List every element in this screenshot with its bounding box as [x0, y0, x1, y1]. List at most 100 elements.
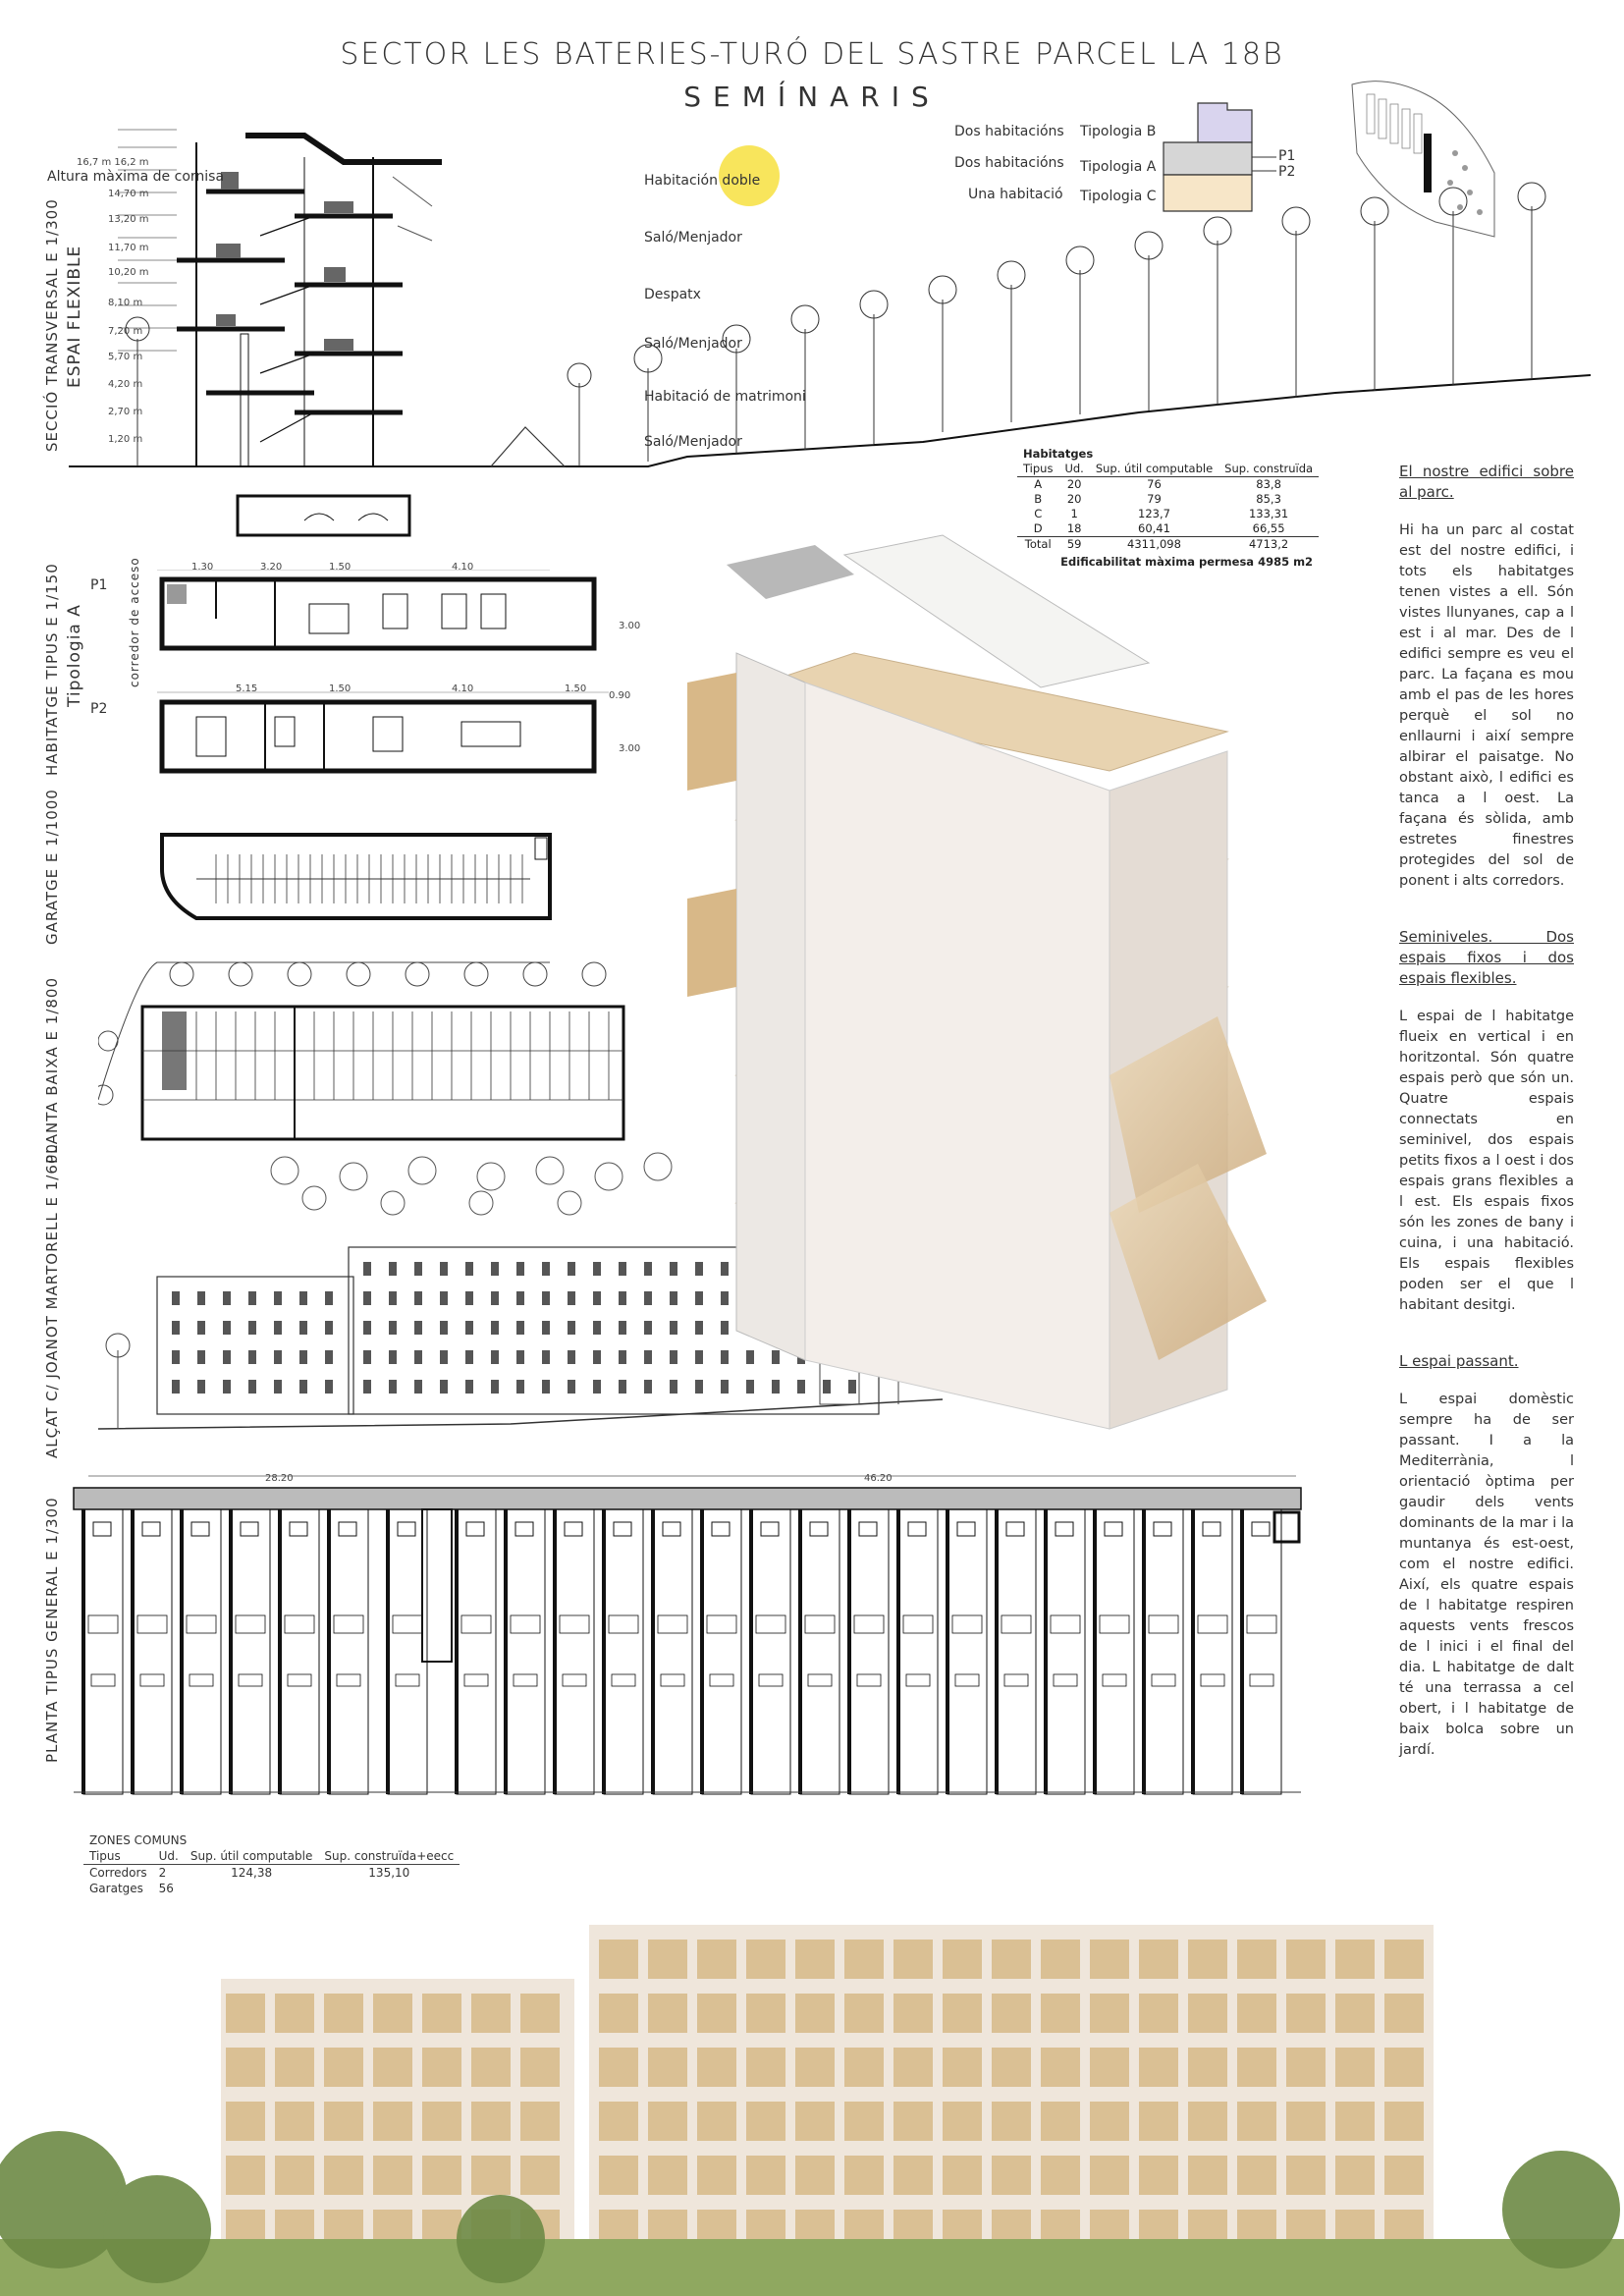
typology-type-2: Tipologia C	[1080, 189, 1157, 204]
level-9: 1,20 m	[108, 434, 143, 445]
dim-v1: 3.00	[619, 621, 641, 631]
cell: Total	[1017, 536, 1059, 552]
cell: 56	[158, 1882, 174, 1895]
zones-header-0: Tipus	[83, 1848, 153, 1865]
typology-desc-2: Una habitació	[968, 187, 1063, 202]
typology-desc-0: Dos habitacións	[954, 124, 1064, 139]
typology-desc-1: Dos habitacións	[954, 155, 1064, 171]
level-3: 10,20 m	[108, 267, 149, 278]
dim-v2: 3.00	[619, 743, 641, 754]
marker-p1: P1	[1278, 148, 1296, 164]
axonometric-render	[687, 534, 1267, 1430]
cell: 4311,098	[1089, 536, 1219, 552]
zones-table: ZONES COMUNS Tipus Ud. Sup. útil computa…	[83, 1832, 460, 1896]
apartment-plans	[157, 570, 609, 774]
table-row: Garatges 56	[83, 1881, 460, 1896]
dim-top-1: 3.20	[260, 562, 283, 573]
level-5: 7,20 m	[108, 326, 143, 337]
text-paragraph-3: L espai domèstic sempre ha de ser passan…	[1399, 1392, 1574, 1758]
cell: 66,55	[1252, 521, 1285, 535]
label-garatge: GARATGE E 1/1000	[43, 789, 61, 945]
level-4: 8,10 m	[108, 298, 143, 308]
zones-header-2: Sup. útil computable	[184, 1848, 319, 1865]
cell: 133,31	[1248, 507, 1289, 520]
label-habitatge: HABITATGE TIPUS E 1/150	[43, 563, 61, 776]
label-alcat: ALÇAT C/ JOANOT MARTORELL E 1/600	[43, 1143, 61, 1458]
room-label-3: Saló/Menjador	[644, 336, 742, 352]
level-1: 13,20 m	[108, 214, 149, 225]
typology-type-0: Tipologia B	[1080, 124, 1157, 139]
cell: Corredors	[89, 1866, 147, 1880]
cell: B	[1034, 492, 1043, 506]
cell: 83,8	[1256, 477, 1281, 491]
label-planta-baixa: PLANTA BAIXA E 1/800	[43, 976, 61, 1164]
site-plan	[1351, 81, 1495, 238]
room-label-5: Saló/Menjador	[644, 434, 742, 450]
level-8: 2,70 m	[108, 407, 143, 417]
room-label-2: Despatx	[644, 287, 701, 302]
dim-top-3: 4.10	[452, 562, 474, 573]
room-label-0: Habitación doble	[644, 173, 761, 189]
dim-top-2: 1.50	[329, 562, 352, 573]
garage-plan	[160, 833, 552, 920]
ground-trees	[270, 1152, 673, 1216]
cell: 60,41	[1138, 521, 1170, 535]
dim-mid-0: 5.15	[236, 683, 258, 694]
general-plan	[73, 1475, 1302, 1795]
hab-header-0: Tipus	[1017, 462, 1059, 477]
text-heading-3: L espai passant.	[1399, 1352, 1519, 1370]
plan-p2-label: P2	[90, 701, 108, 717]
room-label-4: Habitació de matrimoni	[644, 389, 806, 405]
zones-header-3: Sup. construïda+eecc	[318, 1848, 460, 1865]
sun-icon	[719, 145, 780, 206]
habitatges-note: Edificabilitat màxima permesa 4985 m2	[1060, 555, 1314, 569]
cell: 76	[1147, 477, 1162, 491]
dim-mid-1: 1.50	[329, 683, 352, 694]
hab-header-2: Sup. útil computable	[1089, 462, 1219, 477]
marker-p2: P2	[1278, 164, 1296, 180]
text-column: El nostre edifici sobre al parc. Hi ha u…	[1399, 462, 1574, 1796]
level-0: 14,70 m	[108, 189, 149, 199]
level-6: 5,70 m	[108, 352, 143, 362]
cell: 79	[1147, 492, 1162, 506]
label-planta-general: PLANTA TIPUS GENERAL E 1/300	[43, 1497, 61, 1763]
cell: Garatges	[89, 1882, 143, 1895]
level-2: 11,70 m	[108, 243, 149, 253]
facade-render	[0, 1915, 1624, 2296]
hab-header-3: Sup. construïda	[1218, 462, 1320, 477]
dim-v3: 0.90	[609, 690, 631, 701]
cell: 59	[1058, 536, 1090, 552]
dim-top-0: 1.30	[191, 562, 214, 573]
general-dim-1: 46.20	[864, 1473, 893, 1484]
general-dim-0: 28.20	[265, 1473, 294, 1484]
cell: 85,3	[1256, 492, 1281, 506]
page-title: SECTOR LES BATERIES-TURÓ DEL SASTRE PARC…	[340, 37, 1284, 72]
cell: 4713,2	[1218, 536, 1320, 552]
label-tipologia: Tipologia A	[65, 604, 84, 707]
text-paragraph-2: L espai de l habitatge flueix en vertica…	[1399, 1009, 1574, 1313]
typology-diagram	[1163, 102, 1276, 212]
cell: 124,38	[231, 1866, 273, 1880]
hab-header-1: Ud.	[1058, 462, 1090, 477]
cell: D	[1033, 521, 1043, 535]
section-drawing	[69, 129, 1591, 537]
corredor-label: corredor de acceso	[128, 557, 141, 687]
text-heading-1: El nostre edifici sobre al parc.	[1399, 463, 1574, 501]
dim-mid-2: 4.10	[452, 683, 474, 694]
cell: 135,10	[368, 1866, 410, 1880]
cell: 20	[1066, 492, 1082, 506]
zones-header-1: Ud.	[152, 1848, 185, 1865]
cell: 1	[1070, 507, 1078, 520]
zones-caption: ZONES COMUNS	[89, 1833, 188, 1847]
text-paragraph-1: Hi ha un parc al costat est del nostre e…	[1399, 522, 1574, 889]
dim-mid-3: 1.50	[565, 683, 587, 694]
cell: A	[1034, 477, 1043, 491]
habitatges-table: Habitatges Tipus Ud. Sup. útil computabl…	[1017, 447, 1320, 570]
room-label-1: Saló/Menjador	[644, 230, 742, 246]
cell: 20	[1066, 477, 1082, 491]
table-row: A 20 76 83,8	[1017, 477, 1319, 493]
habitatges-caption: Habitatges	[1023, 447, 1094, 461]
cell: C	[1034, 507, 1043, 520]
